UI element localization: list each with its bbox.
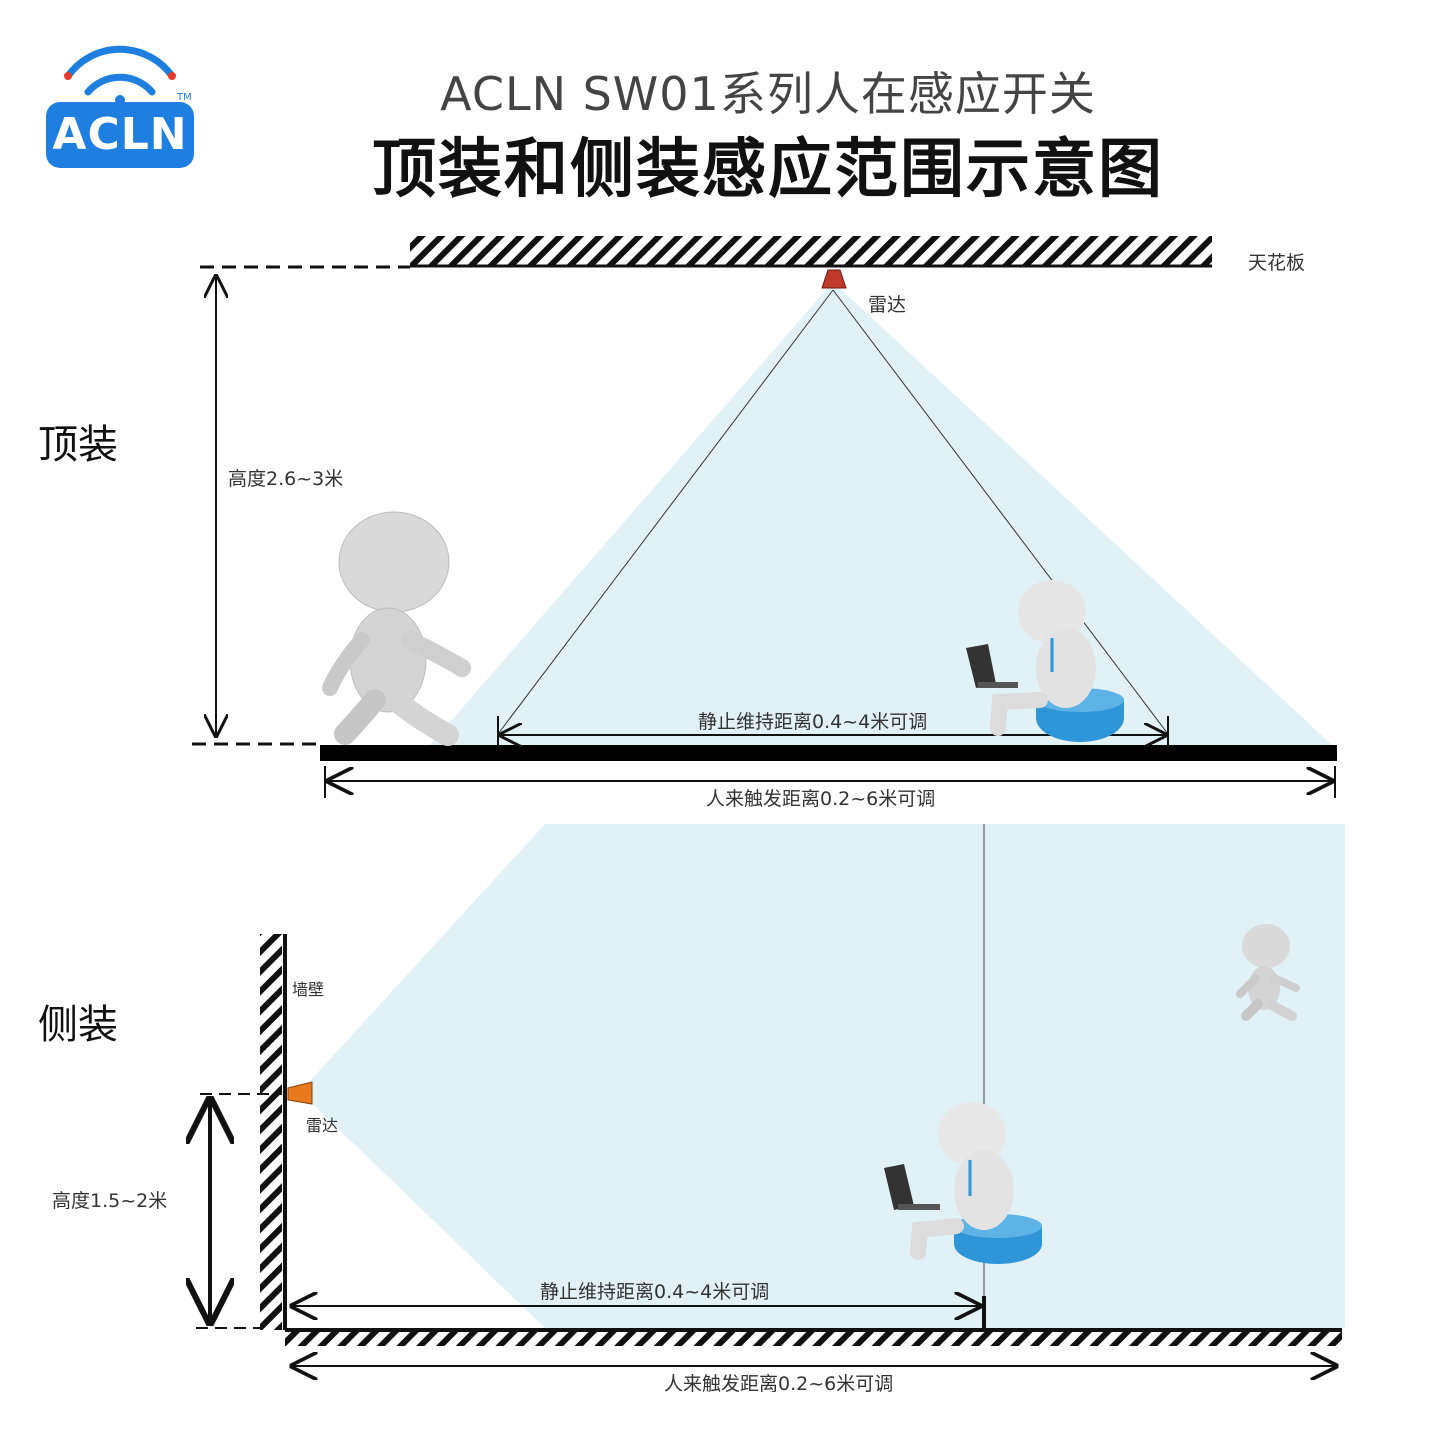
top-floor — [320, 745, 1337, 761]
top-static-line-right — [832, 289, 1169, 735]
side-trigger-distance-label: 人来触发距离0.2~6米可调 — [664, 1373, 894, 1395]
top-trigger-distance-label: 人来触发距离0.2~6米可调 — [706, 788, 936, 810]
wall-label: 墙壁 — [292, 980, 325, 999]
acln-logo — [64, 45, 176, 105]
top-radar-label: 雷达 — [868, 294, 907, 316]
acln-logo-text: ACLN — [46, 102, 194, 168]
top-beam-cone — [430, 282, 1332, 745]
side-radar-icon — [287, 1081, 313, 1105]
walking-person-figure — [322, 511, 471, 746]
top-height-label: 高度2.6~3米 — [228, 468, 344, 490]
top-static-line-left — [497, 289, 834, 735]
wall-hatch — [260, 934, 282, 1330]
ceiling-hatch — [410, 236, 1212, 266]
side-floor-hatch — [285, 1330, 1342, 1346]
page-subtitle: ACLN SW01系列人在感应开关 — [440, 67, 1096, 121]
page-title: 顶装和侧装感应范围示意图 — [372, 133, 1164, 207]
side-mount-diagram — [196, 824, 1345, 1366]
trademark-label: TM — [177, 92, 192, 103]
sitting-person-laptop-figure — [966, 580, 1124, 742]
top-mount-section-label: 顶装 — [38, 422, 118, 468]
ceiling-label: 天花板 — [1248, 252, 1306, 274]
small-walking-person-figure — [1236, 924, 1300, 1021]
side-sitting-person-laptop-figure — [884, 1102, 1042, 1264]
top-mount-diagram — [192, 236, 1337, 798]
side-height-label: 高度1.5~2米 — [52, 1190, 168, 1212]
top-radar-icon — [821, 269, 847, 289]
top-static-distance-label: 静止维持距离0.4~4米可调 — [698, 711, 928, 733]
side-static-distance-label: 静止维持距离0.4~4米可调 — [540, 1281, 770, 1303]
side-beam-cone — [300, 824, 1345, 1328]
side-radar-label: 雷达 — [306, 1116, 339, 1135]
side-mount-section-label: 侧装 — [38, 1002, 118, 1048]
